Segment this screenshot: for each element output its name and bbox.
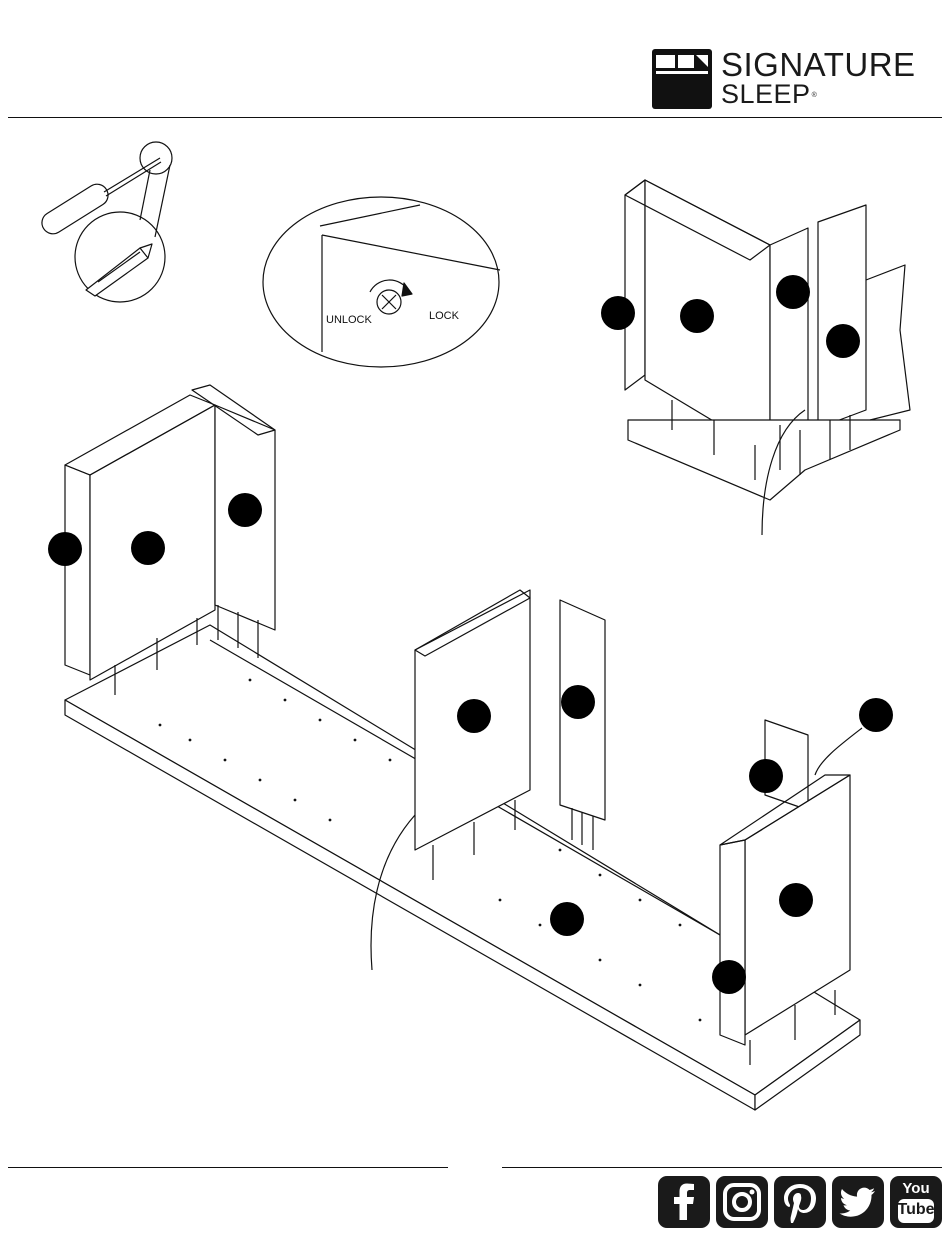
inset-panels bbox=[625, 180, 910, 535]
youtube-you-text: You bbox=[890, 1180, 942, 1197]
brand-name-line2: SLEEP® bbox=[721, 79, 817, 109]
cam-lock-detail bbox=[263, 197, 500, 367]
pinterest-icon[interactable] bbox=[774, 1176, 826, 1228]
youtube-icon[interactable]: You Tube bbox=[890, 1176, 942, 1228]
footer-divider-left bbox=[8, 1167, 448, 1168]
facebook-icon[interactable] bbox=[658, 1176, 710, 1228]
brand-name-line1: SIGNATURE bbox=[721, 47, 916, 83]
twitter-icon[interactable] bbox=[832, 1176, 884, 1228]
unlock-label: UNLOCK bbox=[326, 314, 373, 326]
assembly-illustration: UNLOCK LOCK bbox=[0, 120, 950, 1160]
screwdriver-icon bbox=[38, 142, 172, 302]
footer-divider-right bbox=[502, 1167, 942, 1168]
lock-label: LOCK bbox=[429, 310, 460, 322]
signature-sleep-logo-mark bbox=[652, 49, 712, 109]
youtube-tube-text: Tube bbox=[890, 1201, 942, 1219]
instagram-icon[interactable] bbox=[716, 1176, 768, 1228]
brand-logo: SIGNATURE SLEEP® bbox=[652, 48, 944, 110]
header-divider bbox=[8, 117, 942, 118]
brand-name-line2-text: SLEEP bbox=[721, 79, 811, 109]
registered-mark: ® bbox=[812, 92, 818, 99]
